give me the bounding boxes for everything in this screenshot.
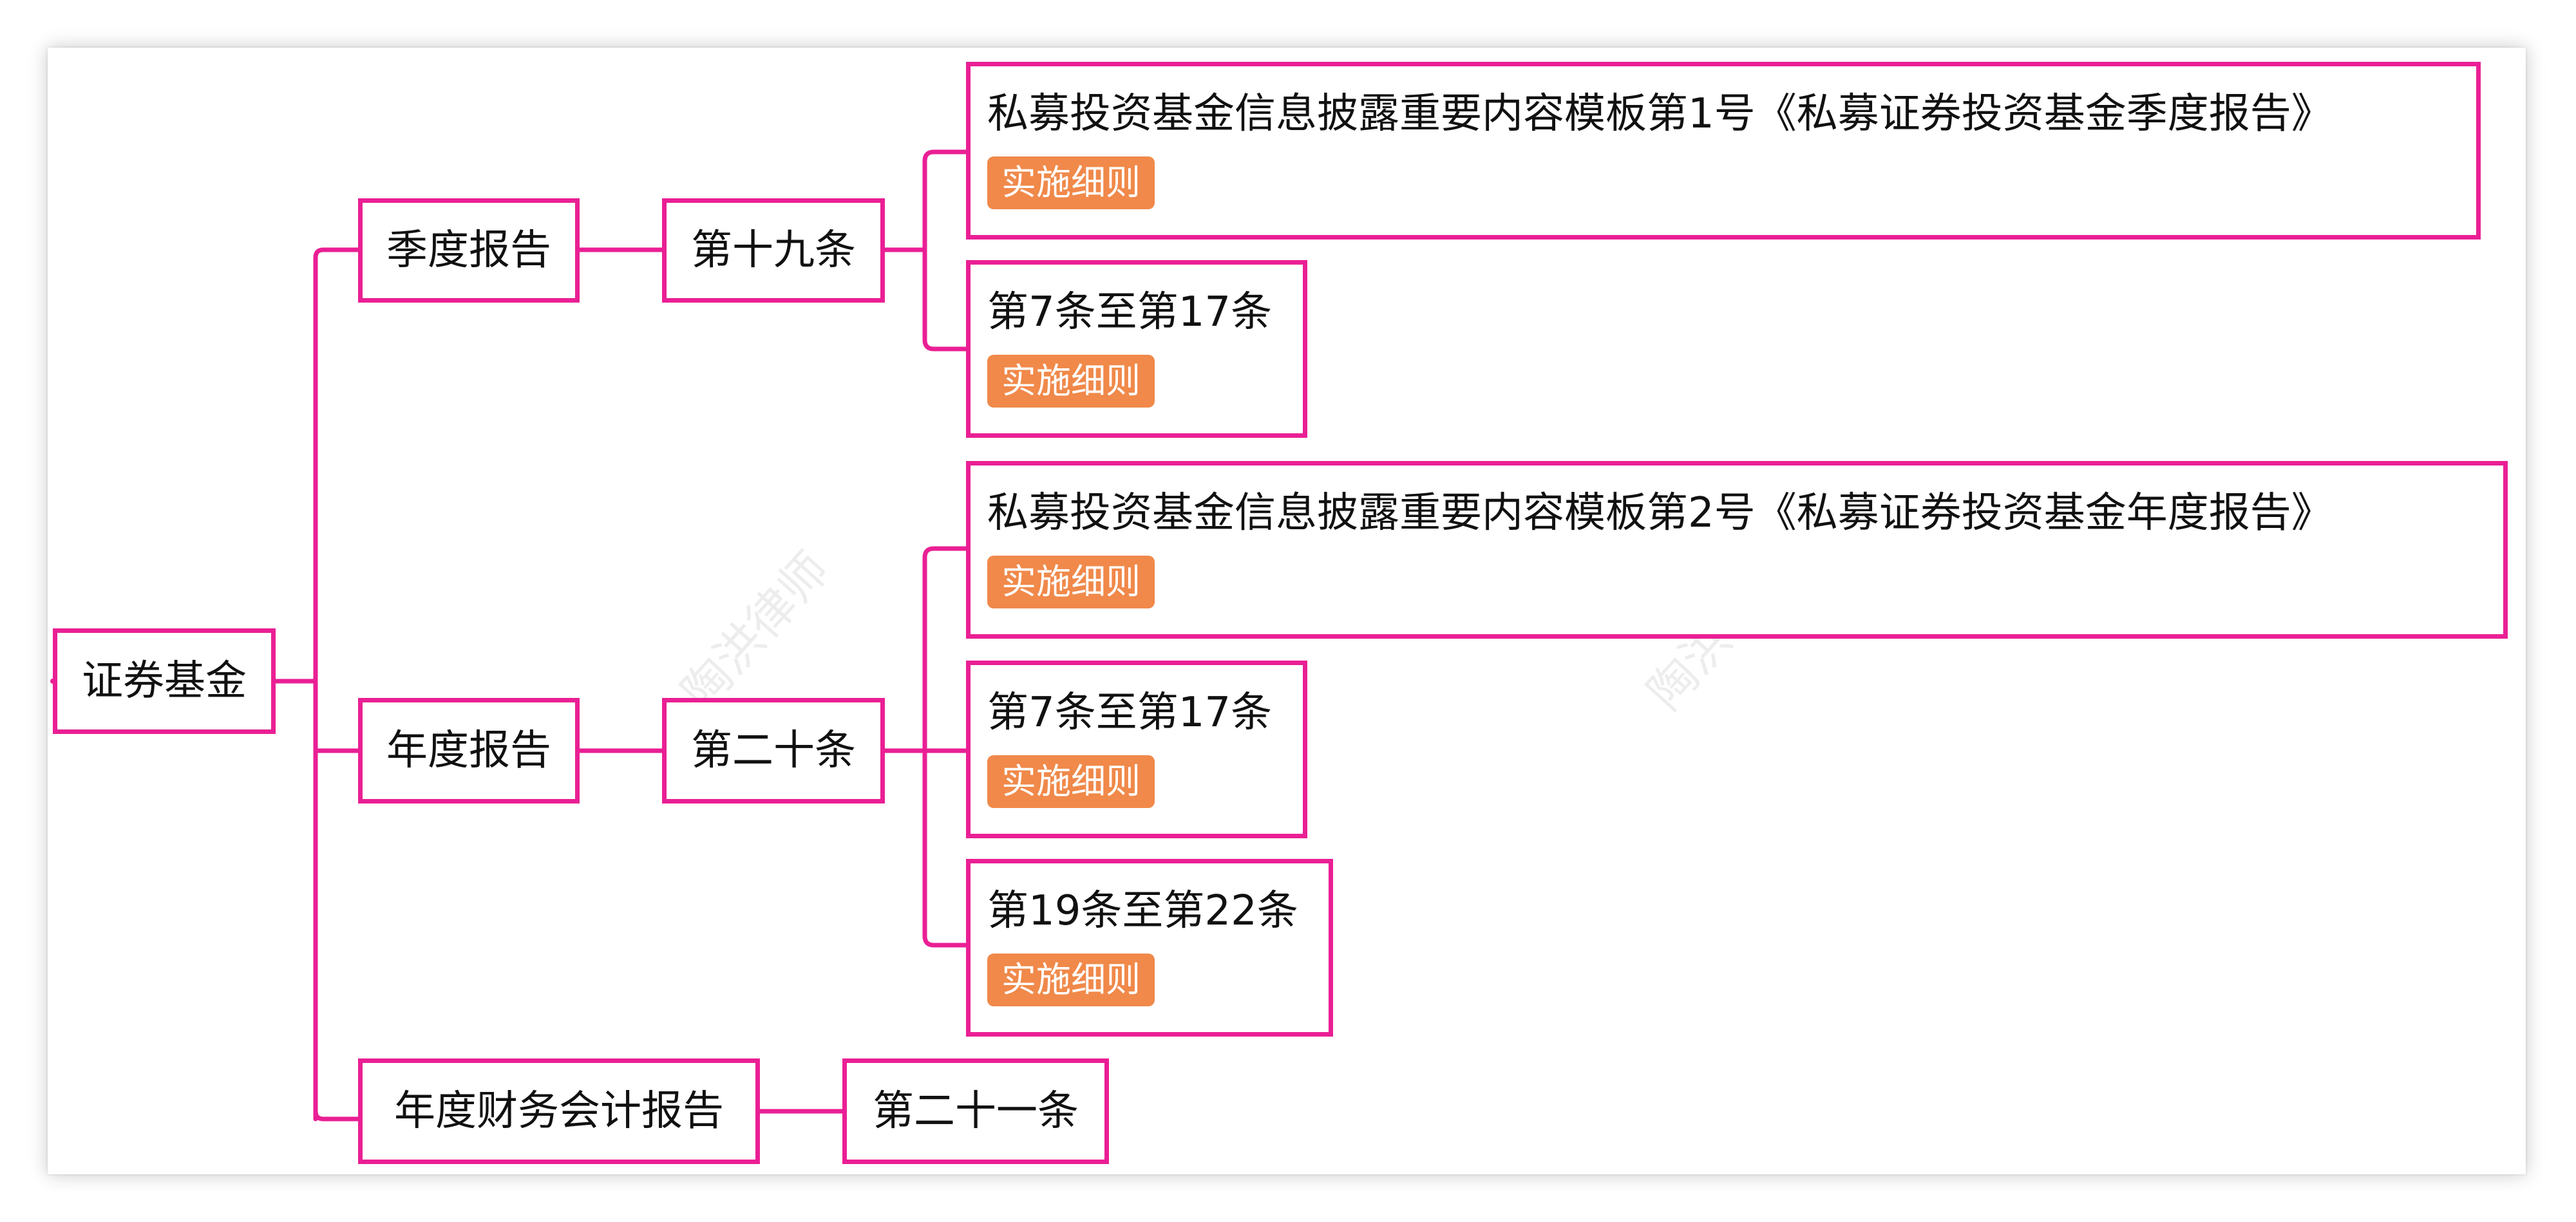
leaf-annual-articles-7-17[interactable]: 第7条至第17条 实施细则 xyxy=(966,661,1307,838)
connector-quarterly-items xyxy=(882,149,969,352)
clause-label: 第十九条 xyxy=(691,227,856,274)
leaf-annual-articles-19-22[interactable]: 第19条至第22条 实施细则 xyxy=(966,859,1333,1037)
clause-annual[interactable]: 第二十条 xyxy=(662,698,885,804)
leaf-title: 第7条至第17条 xyxy=(987,288,1273,336)
connector-annual-items xyxy=(882,546,969,948)
leaf-quarterly-articles[interactable]: 第7条至第17条 实施细则 xyxy=(966,260,1307,438)
clause-quarterly[interactable]: 第十九条 xyxy=(662,198,885,303)
branch-annual-report[interactable]: 年度报告 xyxy=(358,698,580,804)
root-node[interactable]: 证券基金 xyxy=(53,628,276,734)
branch-label: 年度财务会计报告 xyxy=(394,1087,724,1135)
clause-annual-financial[interactable]: 第二十一条 xyxy=(842,1058,1109,1164)
leaf-title: 私募投资基金信息披露重要内容模板第2号《私募证券投资基金年度报告》 xyxy=(987,489,2333,537)
branch-label: 季度报告 xyxy=(386,227,551,274)
clause-label: 第二十条 xyxy=(691,727,856,775)
leaf-title: 第19条至第22条 xyxy=(987,887,1298,935)
branch-label: 年度报告 xyxy=(386,727,551,775)
leaf-title: 私募投资基金信息披露重要内容模板第1号《私募证券投资基金季度报告》 xyxy=(987,90,2333,138)
implementation-rules-tag[interactable]: 实施细则 xyxy=(987,156,1155,209)
clause-label: 第二十一条 xyxy=(873,1087,1079,1135)
branch-annual-financial-report[interactable]: 年度财务会计报告 xyxy=(358,1058,760,1164)
implementation-rules-tag[interactable]: 实施细则 xyxy=(987,755,1155,808)
connector-root-to-branches xyxy=(270,247,361,1122)
root-label: 证券基金 xyxy=(82,657,247,705)
leaf-annual-template[interactable]: 私募投资基金信息披露重要内容模板第2号《私募证券投资基金年度报告》 实施细则 xyxy=(966,461,2508,639)
implementation-rules-tag[interactable]: 实施细则 xyxy=(987,355,1155,408)
leaf-quarterly-template[interactable]: 私募投资基金信息披露重要内容模板第1号《私募证券投资基金季度报告》 实施细则 xyxy=(966,62,2481,240)
implementation-rules-tag[interactable]: 实施细则 xyxy=(987,556,1155,608)
branch-quarterly-report[interactable]: 季度报告 xyxy=(358,198,580,303)
implementation-rules-tag[interactable]: 实施细则 xyxy=(987,954,1155,1006)
leaf-title: 第7条至第17条 xyxy=(987,689,1273,737)
